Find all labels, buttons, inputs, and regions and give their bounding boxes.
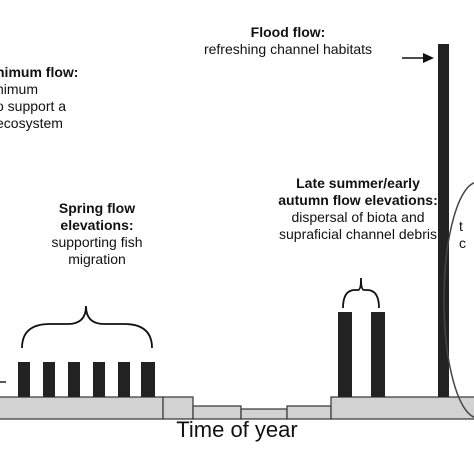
spring-brace <box>21 305 153 349</box>
spring-pulse-bar-6 <box>141 362 155 397</box>
minimum-flow-title: nimum flow: <box>0 64 79 80</box>
baseline-block-early-summer <box>162 396 194 420</box>
late-summer-brace <box>342 277 380 309</box>
fragment-line: c <box>459 235 466 251</box>
spring-flow-line: migration <box>68 251 126 267</box>
baseline-block-autumn <box>330 396 474 420</box>
minimum-flow-annotation: nimum flow: nimum o support a ecosystem <box>0 64 78 132</box>
late-summer-line: dispersal of biota and <box>291 209 425 225</box>
fragment-line: t <box>459 218 463 234</box>
flood-flow-bar <box>438 44 449 397</box>
baseline-block-spring <box>0 396 164 420</box>
late-summer-pulse-bar-1 <box>338 312 352 397</box>
flood-ellipse-annotation-fragment: t c <box>459 218 466 252</box>
spring-pulse-bar-1 <box>18 362 30 397</box>
late-summer-pulse-bar-2 <box>371 312 385 397</box>
spring-flow-title-line: Spring flow <box>58 200 136 216</box>
late-summer-title-line: Late summer/early <box>296 175 420 191</box>
late-summer-line: supraficial channel debris <box>279 226 437 242</box>
late-summer-title-line: autumn flow elevations: <box>278 192 438 208</box>
flood-flow-title: Flood flow: <box>250 24 326 40</box>
flood-arrow-head <box>423 53 434 63</box>
flood-flow-annotation: Flood flow: refreshing channel habitats <box>178 24 398 58</box>
spring-flow-annotation: Spring flow elevations: supporting fish … <box>22 200 172 268</box>
x-axis-label: Time of year <box>176 417 298 442</box>
late-summer-flow-annotation: Late summer/early autumn flow elevations… <box>258 175 458 243</box>
minimum-flow-line: o support a <box>0 98 67 114</box>
spring-flow-title-line: elevations: <box>60 217 134 233</box>
minimum-flow-line: ecosystem <box>0 115 63 131</box>
spring-flow-line: supporting fish <box>51 234 143 250</box>
flood-flow-line: refreshing channel habitats <box>203 41 373 57</box>
minimum-flow-line: nimum <box>0 81 39 97</box>
spring-pulse-bar-3 <box>68 362 80 397</box>
spring-pulse-bar-2 <box>43 362 55 397</box>
spring-pulse-bar-4 <box>93 362 105 397</box>
spring-pulse-bar-5 <box>118 362 130 397</box>
flood-highlight-ellipse <box>443 182 474 418</box>
